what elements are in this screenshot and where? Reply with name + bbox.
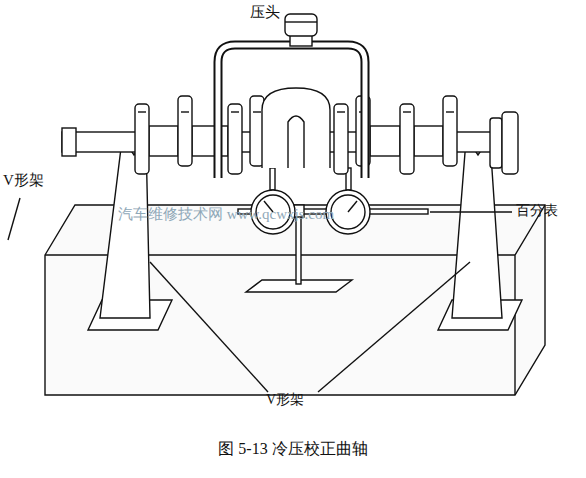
part-label: 压头 xyxy=(250,4,280,21)
drawing-stroke xyxy=(150,262,268,392)
drawing-stroke xyxy=(446,111,454,112)
drawing-stroke xyxy=(414,126,443,156)
drawing-stroke xyxy=(348,201,357,212)
drawing-stroke xyxy=(400,104,414,174)
drawing-stroke xyxy=(138,111,146,112)
drawing-stroke xyxy=(318,262,470,392)
drawing-stroke xyxy=(502,112,518,174)
drawing-stroke xyxy=(231,111,239,112)
drawing-stroke xyxy=(288,116,304,168)
drawing-stroke xyxy=(296,214,301,284)
drawing-stroke xyxy=(218,45,365,178)
drawing-stroke xyxy=(403,111,411,112)
drawing-stroke xyxy=(262,88,330,168)
drawing-stroke xyxy=(270,168,275,190)
drawing-stroke xyxy=(8,14,545,395)
drawing-stroke xyxy=(334,104,348,174)
drawing-stroke xyxy=(149,126,178,156)
watermark: 汽车维修技术网 www.qcwxjs.com xyxy=(118,206,334,223)
drawing-stroke xyxy=(430,211,512,212)
drawing-stroke xyxy=(135,104,149,174)
drawing-stroke xyxy=(8,198,20,240)
drawing-stroke xyxy=(490,118,502,168)
drawing-stroke xyxy=(285,14,317,36)
drawing-stroke xyxy=(62,128,76,156)
drawing-stroke xyxy=(443,96,457,166)
part-label: V形架 xyxy=(3,172,44,189)
drawing-stroke xyxy=(178,96,192,166)
drawing-stroke xyxy=(218,45,365,178)
drawing-stroke xyxy=(285,21,317,22)
part-label: 百分表 xyxy=(516,203,558,218)
drawing-stroke xyxy=(253,111,261,112)
drawing-stroke xyxy=(370,126,400,156)
figure-caption: 图 5-13 冷压校正曲轴 xyxy=(218,440,367,458)
drawing-stroke xyxy=(181,111,189,112)
drawing-stroke xyxy=(337,111,345,112)
drawing-stroke xyxy=(331,195,365,229)
part-label: V形架 xyxy=(266,392,304,407)
drawing-stroke xyxy=(228,104,242,174)
drawing-stroke xyxy=(192,126,228,156)
